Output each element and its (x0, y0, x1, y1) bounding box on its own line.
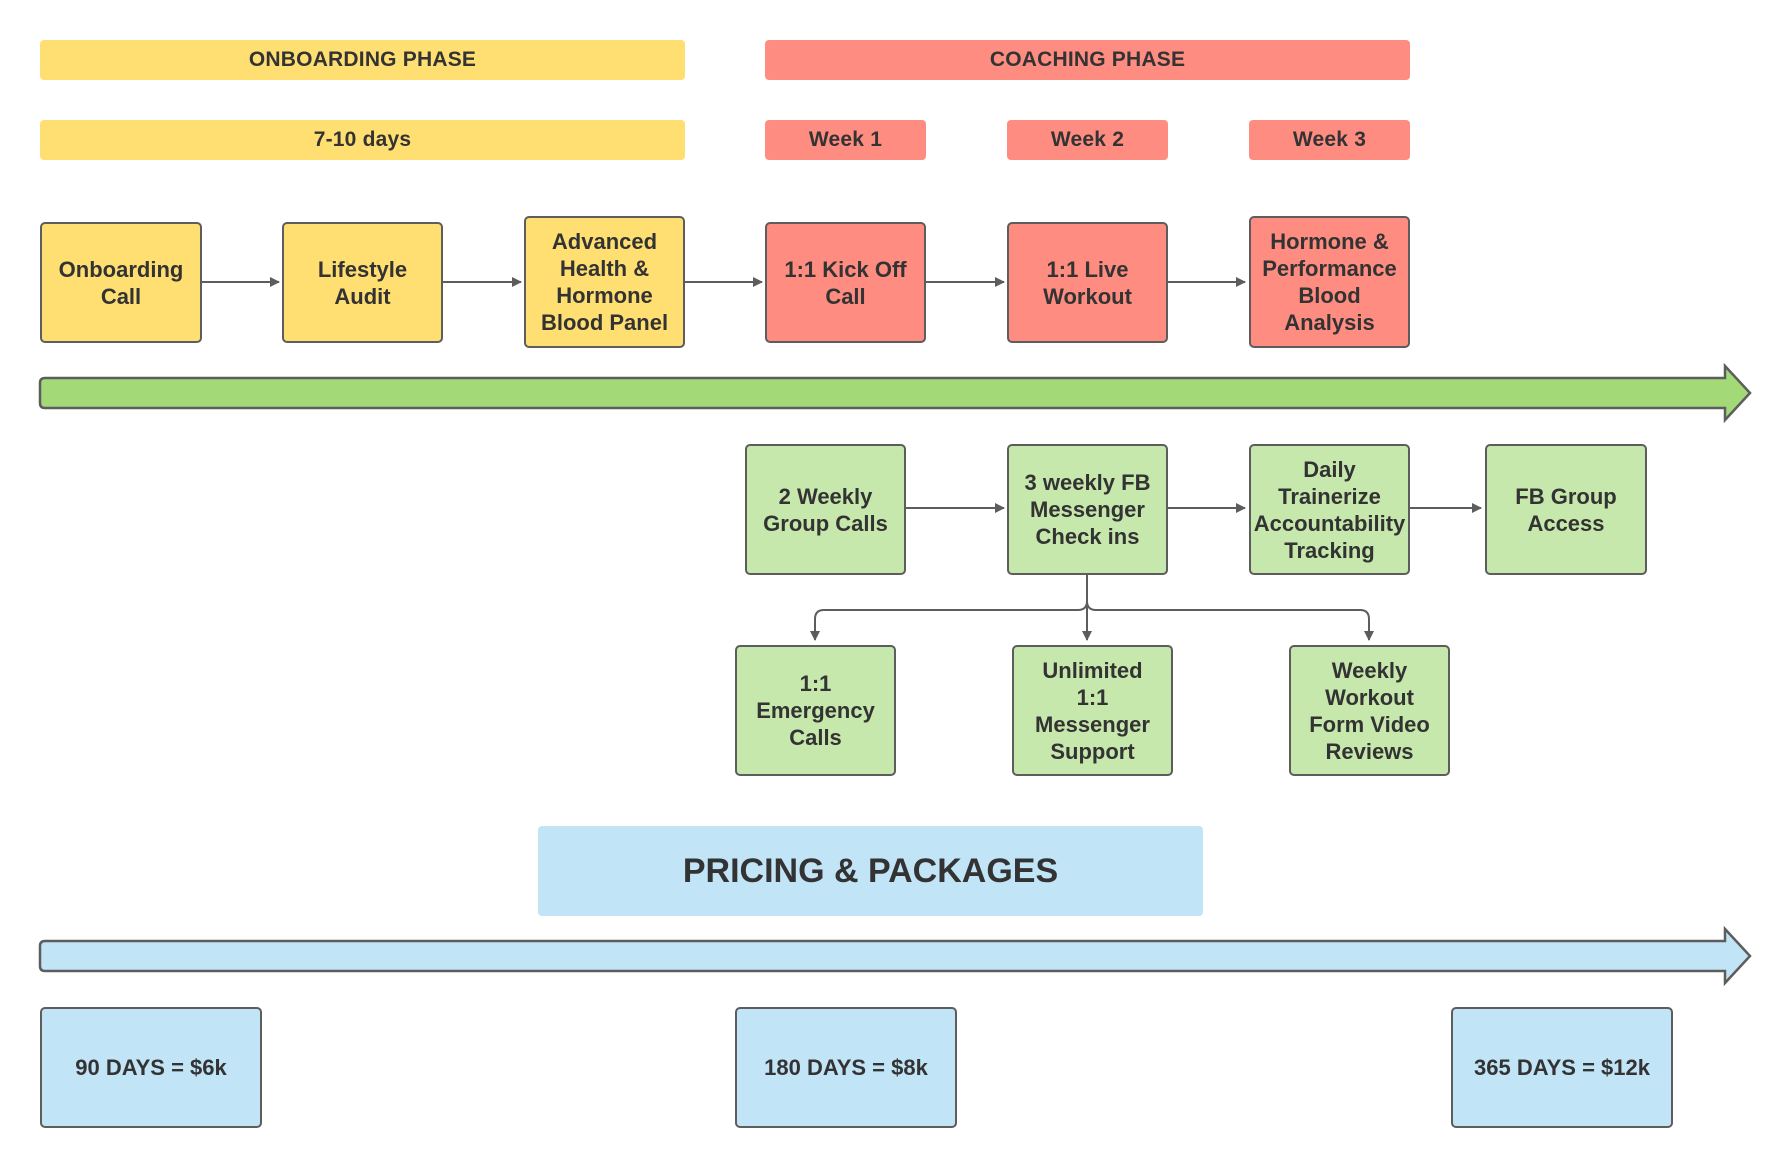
week-1-bar: Week 1 (765, 120, 926, 160)
pricing-title: PRICING & PACKAGES (538, 826, 1203, 916)
emergency-calls-node: 1:1 Emergency Calls (735, 645, 896, 776)
live-workout-node: 1:1 Live Workout (1007, 222, 1168, 343)
messenger-support-node: Unlimited 1:1 Messenger Support (1012, 645, 1173, 776)
pricing-timeline-arrow (38, 925, 1752, 987)
node-label: 2 Weekly Group Calls (763, 483, 888, 536)
node-label: 1:1 Kick Off Call (784, 256, 907, 309)
node-label: Daily Trainerize Accountability Tracking (1253, 456, 1406, 563)
node-label: Weekly Workout Form Video Reviews (1309, 657, 1430, 764)
onboarding-call-node: Onboarding Call (40, 222, 202, 343)
fb-group-access-node: FB Group Access (1485, 444, 1647, 575)
messenger-check-ins-node: 3 weekly FB Messenger Check ins (1007, 444, 1168, 575)
onboarding-phase-header: ONBOARDING PHASE (40, 40, 685, 80)
package-365-days: 365 DAYS = $12k (1451, 1007, 1673, 1128)
week-3-bar: Week 3 (1249, 120, 1410, 160)
blood-panel-node: Advanced Health & Hormone Blood Panel (524, 216, 685, 348)
node-label: 1:1 Live Workout (1043, 256, 1132, 309)
trainerize-tracking-node: Daily Trainerize Accountability Tracking (1249, 444, 1410, 575)
node-label: FB Group Access (1515, 483, 1617, 536)
group-calls-node: 2 Weekly Group Calls (745, 444, 906, 575)
form-video-reviews-node: Weekly Workout Form Video Reviews (1289, 645, 1450, 776)
blood-analysis-node: Hormone & Performance Blood Analysis (1249, 216, 1410, 348)
node-label: Onboarding Call (58, 256, 184, 309)
onboarding-duration-bar: 7-10 days (40, 120, 685, 160)
timeline-arrow (38, 362, 1752, 424)
node-label: Unlimited 1:1 Messenger Support (1035, 657, 1150, 764)
package-180-days: 180 DAYS = $8k (735, 1007, 957, 1128)
node-label: 1:1 Emergency Calls (756, 671, 875, 750)
kick-off-call-node: 1:1 Kick Off Call (765, 222, 926, 343)
lifestyle-audit-node: Lifestyle Audit (282, 222, 443, 343)
node-label: Lifestyle Audit (317, 256, 408, 309)
branch-connector (810, 574, 1088, 641)
coaching-phase-header: COACHING PHASE (765, 40, 1410, 80)
node-label: 3 weekly FB Messenger Check ins (1024, 470, 1151, 549)
node-label: Hormone & Performance Blood Analysis (1262, 229, 1397, 335)
branch-connector (1086, 574, 1374, 641)
node-label: Advanced Health & Hormone Blood Panel (540, 229, 669, 335)
week-2-bar: Week 2 (1007, 120, 1168, 160)
package-90-days: 90 DAYS = $6k (40, 1007, 262, 1128)
